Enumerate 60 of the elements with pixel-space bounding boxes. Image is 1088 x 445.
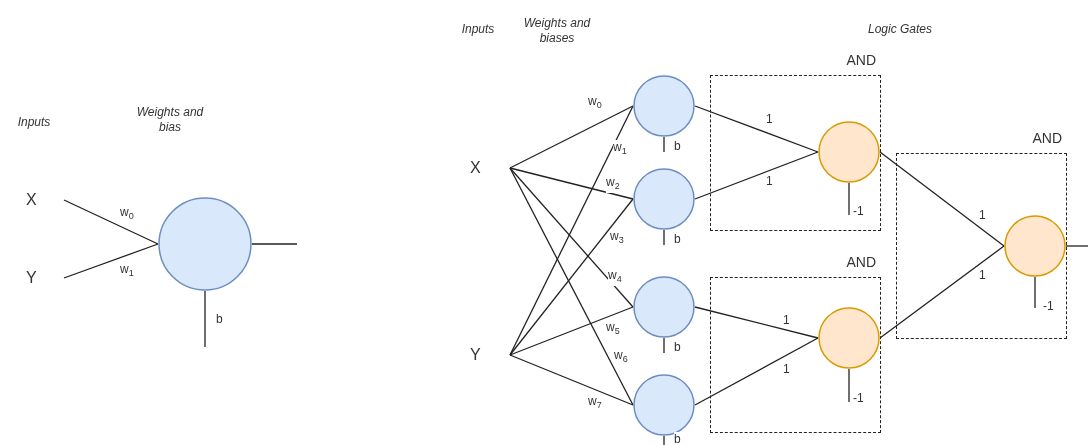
neuron-circle [633,374,695,436]
connection-line [879,151,1005,247]
neuron-circle [158,197,252,291]
edge-label: b [674,232,681,246]
connection-line [63,243,159,279]
output-line [1065,245,1088,247]
input-label: Y [470,345,510,365]
connection-line [509,306,634,356]
edge-label: -1 [853,391,864,405]
bias-line [848,368,850,403]
edge-label: 1 [766,112,773,126]
connection-line [694,337,819,406]
group-title: AND [1032,130,1062,146]
connection-line [509,167,634,200]
input-label: X [26,190,64,210]
bias-line [204,290,206,348]
logic-gate-circle [818,121,880,183]
column-heading: Logic Gates [866,22,933,37]
edge-label: 1 [783,313,790,327]
output-line [251,243,298,245]
input-label: X [470,158,510,178]
edge-label: -1 [853,204,864,218]
bias-line [663,435,665,445]
connection-line [509,167,634,308]
edge-label: 1 [979,268,986,282]
connection-line [509,198,634,356]
neuron-circle [633,75,695,137]
bias-line [848,182,850,216]
connection-line [509,167,634,406]
group-title: AND [846,52,876,68]
edge-label: b [674,432,681,445]
logic-gate-circle [818,307,880,369]
connection-line [694,151,819,200]
connection-line [63,199,159,245]
connection-line [694,306,819,339]
neuron-circle [633,168,695,230]
edge-label: -1 [1043,299,1054,313]
bias-line [1034,276,1036,309]
column-heading: Weights and biases [522,16,592,46]
bias-line [663,136,665,153]
column-heading: Inputs [16,115,52,130]
connection-line [879,245,1005,339]
logic-gate-circle [1004,215,1066,277]
connection-line [509,354,634,406]
edge-label: b [674,139,681,153]
connection-line [694,105,819,153]
bias-line [663,229,665,246]
edge-label: 1 [766,174,773,188]
group-title: AND [846,254,876,270]
input-label: Y [26,268,64,288]
column-heading: Inputs [460,22,496,37]
neuron-circle [633,276,695,338]
edge-label: 1 [979,208,986,222]
bias-line [663,337,665,354]
connection-line [509,105,634,169]
connection-line [509,105,634,356]
edge-label: 1 [783,362,790,376]
column-heading: Weights and bias [135,105,205,135]
edge-label: b [674,340,681,354]
edge-label: b [216,312,223,326]
